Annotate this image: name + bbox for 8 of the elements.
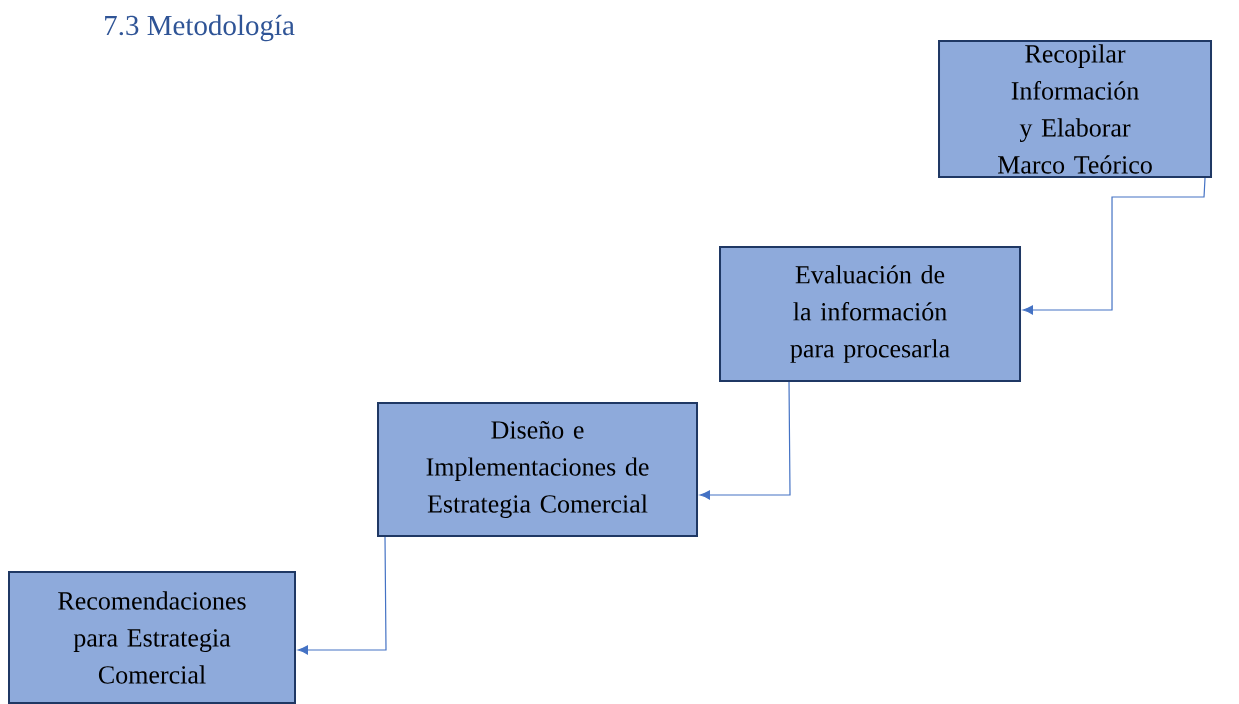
arrow bbox=[699, 381, 791, 500]
process-box: Diseño e Implementaciones de Estrategia Comercial bbox=[377, 402, 698, 537]
process-box: Evaluación de la información para procesarla bbox=[719, 246, 1021, 382]
process-box: Recomendaciones para Estrategia Comercial bbox=[8, 571, 296, 704]
heading: 7.3 Metodología bbox=[105, 14, 295, 42]
arrow bbox=[297, 536, 387, 655]
process-box: Recopilar Información y Elaborar Marco Teórico bbox=[938, 40, 1212, 178]
arrow bbox=[1022, 177, 1206, 315]
